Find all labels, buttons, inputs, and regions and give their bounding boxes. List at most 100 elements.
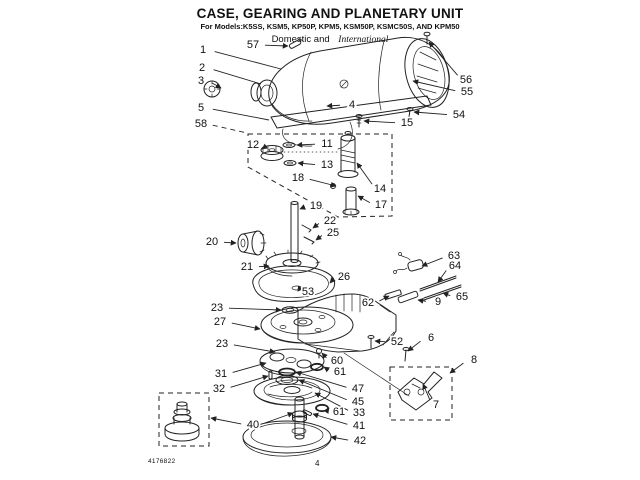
- callout-label-65: 65: [456, 291, 468, 303]
- callout-label-63: 63: [448, 250, 460, 262]
- callout-8: 8: [449, 352, 479, 374]
- callout-14: 14: [356, 162, 388, 197]
- callout-18: 18: [290, 170, 337, 188]
- gear-parts-dashed-box: [247, 133, 393, 218]
- retainer-clip-22: [301, 224, 312, 233]
- models-subtitle: For Models:K5SS, KSM5, KP50P, KPM5, KSM5…: [200, 22, 460, 31]
- motor-pin-57: [288, 37, 304, 49]
- callout-32: 32: [211, 374, 269, 397]
- bracket-dashed-box: [389, 366, 453, 421]
- callout-label-23: 23: [216, 338, 228, 350]
- callout-label-61: 61: [333, 406, 345, 418]
- callout-label-20: 20: [206, 236, 218, 248]
- callout-23: 23: [214, 336, 276, 354]
- callout-label-45: 45: [352, 396, 364, 408]
- callout-52: 52: [374, 334, 405, 350]
- screw-54: [406, 107, 414, 118]
- callout-25: 25: [315, 225, 341, 241]
- washer-13: [283, 160, 297, 166]
- callout-label-56: 56: [460, 74, 472, 86]
- ring-61-upper: [310, 362, 324, 372]
- attachment-hub: [250, 79, 313, 122]
- callout-64: 64: [437, 258, 463, 283]
- callout-1: 1: [198, 42, 282, 70]
- callout-22: 22: [312, 213, 338, 229]
- callout-label-21: 21: [241, 261, 253, 273]
- callout-9: 9: [417, 294, 443, 310]
- callout-label-18: 18: [292, 172, 304, 184]
- callout-60: 60: [321, 352, 345, 369]
- bevel-gear-20: [237, 230, 267, 256]
- callout-53: 53: [297, 284, 316, 300]
- callout-12: 12: [245, 137, 268, 153]
- callout-2: 2: [197, 60, 262, 85]
- screw-6: [402, 347, 410, 362]
- callout-label-60: 60: [331, 355, 343, 367]
- mixer-head-body: [268, 36, 450, 125]
- callout-label-14: 14: [374, 183, 386, 195]
- callout-27: 27: [212, 314, 261, 331]
- callout-label-12: 12: [247, 139, 259, 151]
- hub-thumb-screw: [203, 80, 221, 98]
- callout-label-13: 13: [321, 159, 333, 171]
- retainer-clip-25: [303, 236, 315, 245]
- callout-label-42: 42: [354, 435, 366, 447]
- callout-label-26: 26: [338, 271, 350, 283]
- callout-6: 6: [407, 330, 436, 352]
- callout-4: 4: [326, 97, 357, 113]
- callout-7: 7: [422, 383, 441, 413]
- rear-end-cap: [404, 38, 450, 108]
- callout-label-64: 64: [449, 260, 461, 272]
- wire-lead-64: [419, 275, 457, 292]
- callout-58: 58: [193, 116, 248, 134]
- vertical-shaft-19: [290, 201, 299, 263]
- callout-56: 56: [428, 41, 474, 88]
- page-title: CASE, GEARING AND PLANETARY UNIT: [196, 6, 464, 21]
- document-number: 4176822: [148, 458, 176, 465]
- callout-65: 65: [442, 289, 470, 305]
- planetary-plate-27: [260, 306, 354, 344]
- terminal-plate-9: [397, 290, 419, 304]
- callout-label-55: 55: [461, 86, 473, 98]
- callout-61: 61: [323, 364, 348, 380]
- gasket-26: [252, 265, 336, 302]
- callout-61: 61: [323, 404, 347, 420]
- mounting-bracket-7: [397, 371, 443, 411]
- callout-57: 57: [245, 37, 289, 53]
- callout-label-22: 22: [324, 215, 336, 227]
- callout-label-53: 53: [302, 286, 314, 298]
- edition-international-label: International: [338, 35, 389, 45]
- callout-label-57: 57: [247, 39, 259, 51]
- callout-3: 3: [196, 73, 222, 89]
- shaft-40: [292, 396, 307, 440]
- callout-label-23: 23: [211, 302, 223, 314]
- callout-label-31: 31: [215, 368, 227, 380]
- callout-63: 63: [421, 248, 462, 267]
- screw-15: [355, 114, 363, 128]
- callout-label-4: 4: [349, 99, 355, 111]
- callout-label-27: 27: [214, 316, 226, 328]
- callout-label-19: 19: [310, 200, 322, 212]
- callout-label-47: 47: [352, 383, 364, 395]
- leveling-foot: [164, 401, 200, 442]
- worm-gear-12: [260, 145, 339, 161]
- screw-56: [423, 31, 431, 45]
- callout-55: 55: [412, 79, 475, 100]
- callout-label-2: 2: [199, 62, 205, 74]
- callout-41: 41: [312, 412, 367, 434]
- gear-case-housing: [297, 293, 410, 397]
- callout-21: 21: [239, 259, 270, 275]
- callout-label-15: 15: [401, 117, 413, 129]
- callout-label-3: 3: [198, 75, 204, 87]
- planetary-gear-assembly-31: [259, 348, 325, 376]
- callout-26: 26: [329, 269, 352, 285]
- callout-62: 62: [360, 295, 390, 311]
- callout-33: 33: [314, 392, 367, 421]
- ring-61-lower: [315, 403, 329, 413]
- callout-label-11: 11: [321, 138, 332, 150]
- washer-11: [282, 142, 296, 148]
- callout-45: 45: [298, 379, 366, 410]
